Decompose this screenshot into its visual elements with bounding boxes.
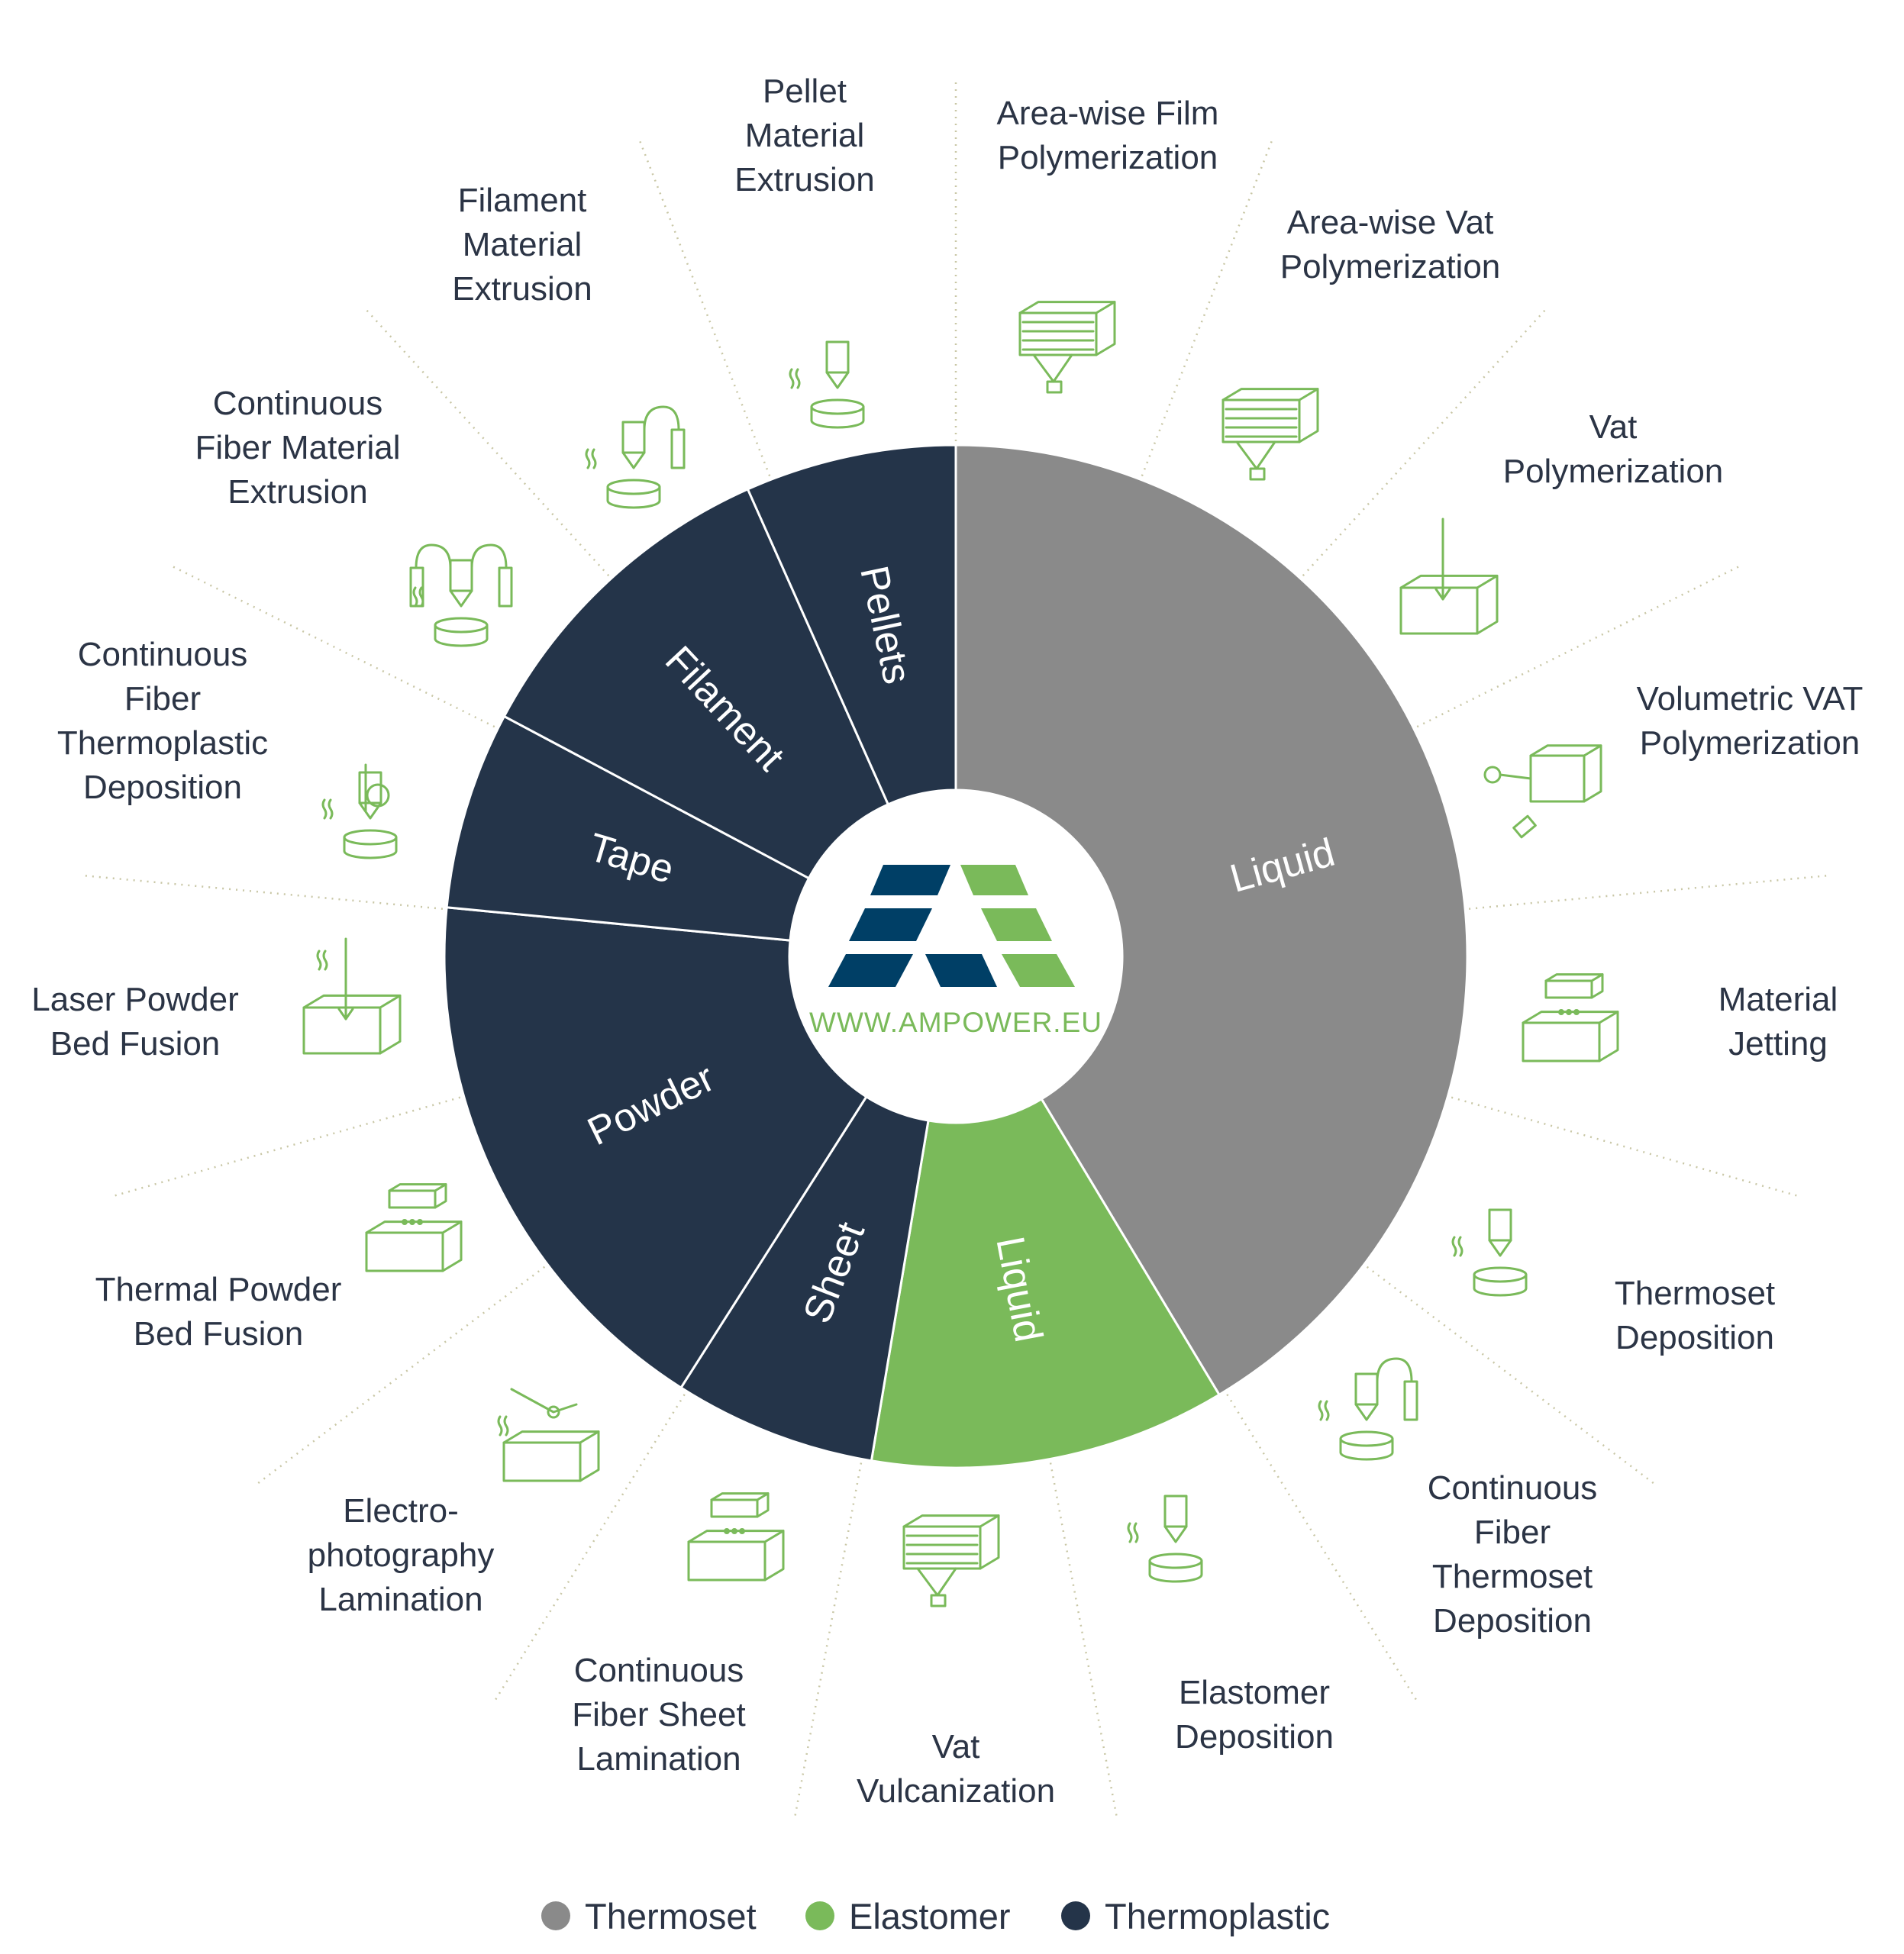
divider-line [1366, 1266, 1654, 1485]
divider-line [1226, 1394, 1417, 1701]
logo-dark-bar-4 [925, 954, 997, 987]
thermal-pbf-icon [365, 1183, 463, 1272]
divider-lines [85, 82, 1827, 1816]
divider-line [1469, 875, 1827, 910]
cf-sheet-lamination-icon [687, 1492, 785, 1582]
donut-segments [443, 443, 1469, 1469]
legend-swatch [1061, 1901, 1090, 1930]
cf-thermoplastic-icon [321, 763, 398, 859]
cf-thermoset-icon [1318, 1357, 1418, 1461]
laser-pbf-icon [302, 937, 402, 1055]
divider-line [495, 1394, 686, 1701]
process-icons [302, 301, 1619, 1607]
legend-item-elastomer: Elastomer [805, 1896, 1011, 1936]
divider-line [1416, 566, 1739, 728]
logo-dark-bar-2 [849, 908, 932, 941]
legend-item-thermoset: Thermoset [541, 1896, 757, 1936]
area-vat-icon [1221, 388, 1319, 481]
logo-green-bar-3 [1002, 954, 1075, 987]
divider-line [85, 875, 443, 910]
logo-green-bar-2 [981, 908, 1052, 941]
film-polymerization-icon [1018, 301, 1116, 394]
divider-line [1302, 309, 1546, 577]
filament-extrusion-icon [585, 405, 686, 509]
logo-dark-bar-1 [870, 865, 950, 895]
material-jetting-icon [1522, 973, 1619, 1062]
legend: Thermoset Elastomer Thermoplastic [541, 1896, 1330, 1936]
pellet-extrusion-icon [789, 340, 865, 429]
legend-label: Elastomer [849, 1896, 1011, 1936]
legend-item-thermoplastic: Thermoplastic [1061, 1896, 1330, 1936]
cf-extrusion-icon [409, 543, 513, 647]
ampower-logo [828, 865, 1075, 987]
divider-line [1141, 140, 1273, 477]
vat-polymerization-icon [1399, 518, 1499, 635]
electrophotography-icon [497, 1388, 600, 1482]
divider-line [366, 309, 610, 577]
logo-url: WWW.AMPOWER.EU [809, 1007, 1102, 1038]
divider-line [1451, 1096, 1797, 1197]
divider-line [1049, 1462, 1118, 1816]
divider-line [257, 1266, 546, 1485]
logo-green-bar-1 [960, 865, 1028, 895]
divider-line [639, 140, 771, 477]
divider-line [115, 1096, 461, 1197]
divider-line [794, 1462, 863, 1816]
legend-label: Thermoplastic [1105, 1896, 1330, 1936]
elastomer-deposition-icon [1127, 1495, 1203, 1583]
logo-dark-bar-3 [828, 954, 913, 987]
vat-vulcanization-icon [902, 1514, 1000, 1607]
thermoset-deposition-icon [1451, 1208, 1528, 1297]
legend-swatch [805, 1901, 834, 1930]
legend-swatch [541, 1901, 570, 1930]
divider-line [173, 566, 495, 728]
legend-label: Thermoset [585, 1896, 757, 1936]
volumetric-vat-icon [1483, 744, 1602, 839]
